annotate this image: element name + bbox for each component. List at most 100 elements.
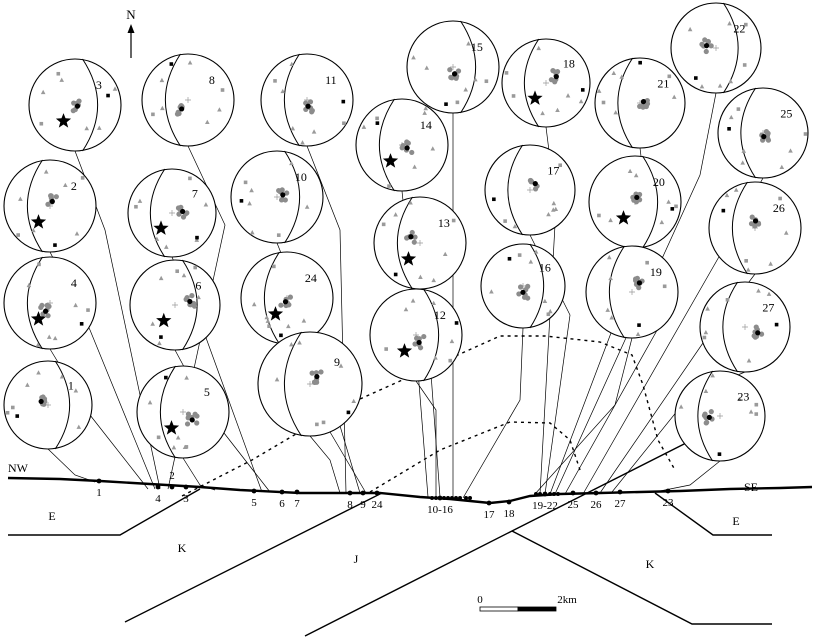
stereonet-label: 3 <box>96 78 102 92</box>
site-marker <box>294 489 300 495</box>
triangle-point <box>351 398 357 404</box>
square-point <box>503 219 507 223</box>
square-point <box>754 402 759 407</box>
site-label: 9 <box>360 499 366 511</box>
square-point <box>79 322 84 326</box>
pole-point <box>453 75 459 81</box>
site-label: 3 <box>183 493 189 505</box>
triangle-point <box>76 424 82 429</box>
profile-end-nw: NW <box>8 461 29 475</box>
triangle-point <box>84 125 90 131</box>
mean-pole <box>706 414 712 420</box>
triangle-point <box>290 126 296 131</box>
site-marker <box>430 496 434 500</box>
great-circle <box>26 159 43 253</box>
triangle-point <box>431 277 436 283</box>
stereonet-label: 16 <box>539 260 551 274</box>
stereonet-label: 10 <box>295 170 307 184</box>
pole-point <box>176 110 182 117</box>
pole-point <box>528 179 534 185</box>
stereonet-8: 8 <box>141 53 235 147</box>
great-circle <box>263 251 280 345</box>
unit-label-e-left: E <box>48 509 55 523</box>
mean-pole <box>38 398 44 405</box>
site-label: 18 <box>504 508 516 520</box>
square-point <box>517 253 522 257</box>
site-label: 1 <box>96 487 102 499</box>
square-point <box>597 213 601 218</box>
square-point <box>387 184 391 188</box>
triangle-point <box>699 84 705 89</box>
star-icon <box>156 312 172 328</box>
site-marker <box>593 490 599 496</box>
triangle-point <box>251 301 257 307</box>
triangle-point <box>338 363 344 368</box>
triangle-point <box>431 300 436 306</box>
square-point <box>315 422 319 427</box>
mean-pole <box>761 134 767 140</box>
triangle-point <box>301 318 307 323</box>
pole-point <box>703 48 709 55</box>
square-point <box>273 79 277 83</box>
pole-point <box>185 415 191 421</box>
triangle-point <box>671 94 677 99</box>
great-circle <box>164 53 181 147</box>
triangle-point <box>264 314 270 320</box>
triangle-point <box>424 65 430 70</box>
triangle-point <box>430 146 436 151</box>
site-marker <box>442 496 446 500</box>
triangle-point <box>542 298 548 304</box>
square-point <box>637 323 641 327</box>
triangle-point <box>408 200 413 205</box>
connector-line <box>462 327 524 499</box>
site-label: 10-16 <box>427 504 453 516</box>
pole-point <box>189 293 195 299</box>
stereonet-label: 26 <box>773 201 785 215</box>
great-circle <box>181 259 198 351</box>
mean-pole <box>49 198 55 205</box>
stereonet-4: 4 <box>3 256 97 350</box>
triangle-point <box>147 400 153 405</box>
square-point <box>694 76 698 80</box>
stereonet-10: 10 <box>230 150 324 244</box>
site-marker <box>570 490 576 496</box>
pole-point <box>412 234 418 240</box>
pole-point <box>45 201 51 207</box>
triangle-point <box>31 227 36 233</box>
net-center-cross <box>717 413 723 419</box>
site-marker <box>534 492 538 496</box>
site-label: 27 <box>615 498 627 510</box>
site-label: 25 <box>568 499 580 511</box>
mean-pole <box>180 208 186 215</box>
triangle-point <box>433 355 438 360</box>
star-icon <box>400 251 417 266</box>
triangle-point <box>59 77 65 82</box>
square-point <box>134 204 138 209</box>
stereonet-label: 13 <box>438 216 450 230</box>
triangle-point <box>418 274 423 279</box>
pole-point <box>409 149 415 156</box>
triangle-point <box>553 206 559 212</box>
triangle-point <box>788 148 793 153</box>
triangle-point <box>137 198 143 203</box>
square-point <box>80 176 85 180</box>
pole-point <box>307 99 314 105</box>
square-point <box>742 63 747 67</box>
square-point <box>393 272 398 277</box>
triangle-point <box>300 140 305 145</box>
site-marker <box>665 488 671 494</box>
triangle-point <box>422 110 427 115</box>
triangle-point <box>160 105 165 111</box>
stereonet-label: 22 <box>733 21 745 35</box>
connector-line <box>47 448 96 483</box>
triangle-point <box>627 168 633 174</box>
triangle-point <box>609 315 614 320</box>
net-center-cross <box>450 64 456 70</box>
triangle-point <box>157 340 162 346</box>
triangle-point <box>466 41 471 46</box>
net-center-cross <box>527 187 533 193</box>
square-point <box>342 121 346 126</box>
stereonet-9: 9 <box>257 331 363 437</box>
north-label: N <box>126 7 136 22</box>
